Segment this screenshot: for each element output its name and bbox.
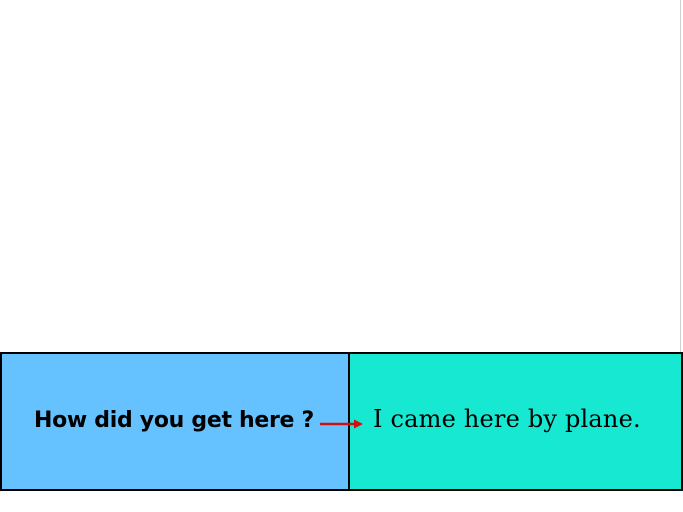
question-answer-panel: How did you get here ? I came here by pl…	[0, 352, 683, 491]
question-text: How did you get here ?	[34, 408, 315, 433]
answer-text: I came here by plane.	[373, 405, 641, 433]
right-arrow-icon	[320, 419, 363, 429]
answer-box	[348, 352, 683, 491]
arrow-head	[354, 419, 363, 429]
question-box	[0, 352, 350, 491]
slide-right-edge	[680, 0, 681, 352]
